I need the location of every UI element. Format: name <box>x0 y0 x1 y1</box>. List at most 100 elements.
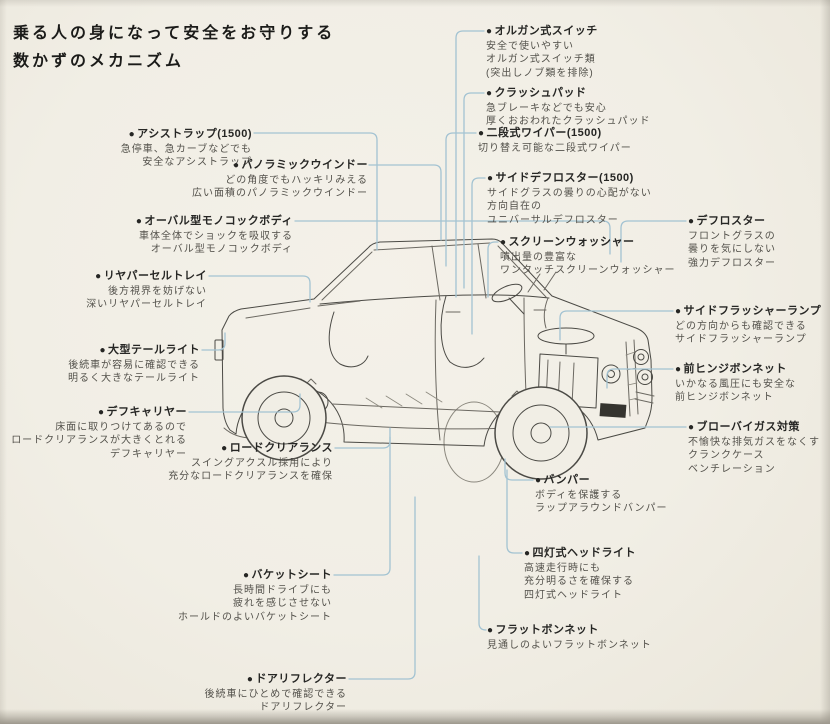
bullet-icon: ● <box>95 270 102 282</box>
page-edge-shadow-bottom <box>0 709 830 724</box>
bullet-icon: ● <box>97 406 105 418</box>
callout-title: ●スクリーンウォッシャー <box>500 235 676 250</box>
callout-desc: 高速走行時にも 充分明るさを確保する 四灯式ヘッドライト <box>524 562 634 601</box>
connector-diff-carrier <box>188 393 301 413</box>
connector-screen-washer <box>487 241 499 298</box>
bullet-icon: ● <box>242 569 250 581</box>
bullet-icon: ● <box>675 363 682 375</box>
callout-assist-strap: ●アシストラップ(1500) 急停車、急カーブなどでも 安全なアシストラップ <box>121 127 252 170</box>
page-title-line1: 乗る人の身になって安全をお守りする <box>13 25 336 42</box>
callout-desc: 長時間ドライブにも 疲れを感じさせない ホールドのよいバケットシート <box>178 584 332 623</box>
callout-large-tail-light: ●大型テールライト 後続車が容易に確認できる 明るく大きなテールライト <box>68 343 200 386</box>
callout-desc: ボディを保護する ラップアラウンドバンパー <box>535 489 668 515</box>
page-title: 乗る人の身になって安全をお守りする 数かずのメカニズム <box>13 20 335 76</box>
bullet-icon: ● <box>135 215 143 227</box>
bullet-icon: ● <box>675 305 682 317</box>
bullet-icon: ● <box>99 344 106 356</box>
callout-title-text: ブローバイガス対策 <box>696 421 800 433</box>
connector-crash-pad <box>463 92 485 289</box>
callout-title-text: ドアリフレクター <box>255 673 347 685</box>
connector-rear-parcel-tray <box>208 275 311 303</box>
callout-desc: 後続車が容易に確認できる 明るく大きなテールライト <box>68 359 200 385</box>
callout-desc: 後続車にひとめで確認できる ドアリフレクター <box>204 688 347 714</box>
callout-flat-bonnet: ●フラットボンネット 見通しのよいフラットボンネット <box>487 623 652 652</box>
callout-title-text: アシストラップ(1500) <box>137 128 252 140</box>
callout-desc: どの方向からも確認できる サイドフラッシャーランプ <box>675 320 807 346</box>
callout-title: ●デフロスター <box>688 214 776 229</box>
connector-large-tail-light <box>201 332 226 351</box>
callout-title: ●ブローバイガス対策 <box>688 420 820 435</box>
callout-title-text: 二段式ワイパー(1500) <box>486 127 602 139</box>
connector-two-stage-wiper <box>445 132 477 267</box>
callout-desc: 見通しのよいフラットボンネット <box>487 639 652 651</box>
callout-title: ●二段式ワイパー(1500) <box>478 126 632 141</box>
callout-title-text: デフロスター <box>696 215 766 227</box>
bullet-icon: ● <box>535 474 542 486</box>
callout-title: ●デフキャリヤー <box>11 405 187 420</box>
callout-rear-parcel-tray: ●リヤパーセルトレイ 後方視界を妨げない 深いリヤパーセルトレイ <box>86 269 207 312</box>
callout-side-defroster: ●サイドデフロスター(1500) サイドグラスの曇りの心配がない 方向自在の ユ… <box>487 171 652 227</box>
callout-title: ●アシストラップ(1500) <box>121 127 252 142</box>
callout-four-lamp-headlight: ●四灯式ヘッドライト 高速走行時にも 充分明るさを確保する 四灯式ヘッドライト <box>524 546 636 602</box>
connector-flat-bonnet <box>478 555 487 631</box>
callout-front-hinge-bonnet: ●前ヒンジボンネット いかなる風圧にも安全な 前ヒンジボンネット <box>675 362 796 405</box>
callout-title-text: デフキャリヤー <box>106 406 187 418</box>
connector-bucket-seat <box>333 436 391 576</box>
callout-title-text: パノラミックウインドー <box>241 159 368 171</box>
callout-bucket-seat: ●バケットシート 長時間ドライブにも 疲れを感じさせない ホールドのよいバケット… <box>178 568 332 624</box>
bullet-icon: ● <box>500 236 507 248</box>
callout-title-text: サイドデフロスター(1500) <box>495 172 634 184</box>
connector-side-flasher-lamp <box>559 310 674 341</box>
connector-front-hinge-bonnet <box>606 368 674 389</box>
page-edge-shadow-top <box>0 0 830 7</box>
bullet-icon: ● <box>688 421 695 433</box>
callout-desc: いかなる風圧にも安全な 前ヒンジボンネット <box>675 378 796 404</box>
bullet-icon: ● <box>486 25 493 37</box>
callout-title: ●パノラミックウインドー <box>192 158 368 173</box>
callout-title-text: ロードクリアランス <box>229 442 333 454</box>
callout-organ-switch: ●オルガン式スイッチ 安全で使いやすい オルガン式スイッチ類 (突出しノブ類を排… <box>486 24 598 80</box>
bullet-icon: ● <box>524 547 531 559</box>
callout-desc: フロントグラスの 曇りを気にしない 強力デフロスター <box>688 230 776 269</box>
callout-title: ●オーバル型モノコックボディ <box>136 214 293 229</box>
callout-desc: どの角度でもハッキリみえる 広い面積のパノラミックウインドー <box>192 174 368 200</box>
callout-panoramic-window: ●パノラミックウインドー どの角度でもハッキリみえる 広い面積のパノラミックウイ… <box>192 158 368 201</box>
callout-title: ●フラットボンネット <box>487 623 652 638</box>
callout-title: ●ドアリフレクター <box>205 672 348 687</box>
bullet-icon: ● <box>246 673 254 685</box>
callout-door-reflector: ●ドアリフレクター 後続車にひとめで確認できる ドアリフレクター <box>205 672 348 715</box>
callout-title-text: オーバル型モノコックボディ <box>144 215 293 227</box>
callout-desc: 不愉快な排気ガスをなくす クランクケース ベンチレーション <box>688 436 820 475</box>
callout-desc: スイングアクスル採用により 充分なロードクリアランスを確保 <box>168 457 333 483</box>
callout-desc: 切り替え可能な二段式ワイパー <box>478 142 632 154</box>
callout-desc: 急停車、急カーブなどでも 安全なアシストラップ <box>120 143 252 169</box>
connector-door-reflector <box>348 496 416 680</box>
callout-title: ●四灯式ヘッドライト <box>524 546 636 561</box>
bullet-icon: ● <box>487 624 494 636</box>
connector-side-defroster <box>471 177 486 335</box>
callout-title: ●大型テールライト <box>68 343 200 358</box>
callout-title: ●クラッシュパッド <box>486 86 651 101</box>
callout-blow-by-gas: ●ブローバイガス対策 不愉快な排気ガスをなくす クランクケース ベンチレーション <box>688 420 820 476</box>
page-edge-shadow-left <box>0 0 7 724</box>
callout-desc: 床面に取りつけてあるので ロードクリアランスが大きくとれる デフキャリヤー <box>11 421 187 460</box>
license-plate <box>599 403 627 418</box>
callout-title-text: バンパー <box>543 474 591 486</box>
callout-defroster: ●デフロスター フロントグラスの 曇りを気にしない 強力デフロスター <box>688 214 776 270</box>
bullet-icon: ● <box>478 127 485 139</box>
callout-title: ●リヤパーセルトレイ <box>86 269 207 284</box>
callout-diff-carrier: ●デフキャリヤー 床面に取りつけてあるので ロードクリアランスが大きくとれる デ… <box>11 405 187 461</box>
callout-desc: 噴出量の豊富な ワンタッチスクリーンウォッシャー <box>500 251 676 277</box>
callout-oval-monocoque-body: ●オーバル型モノコックボディ 車体全体でショックを吸収する オーバル型モノコック… <box>136 214 293 257</box>
front-wheel <box>494 386 588 480</box>
callout-title-text: 前ヒンジボンネット <box>683 363 787 375</box>
callout-title-text: サイドフラッシャーランプ <box>683 305 822 317</box>
callout-title: ●バンパー <box>535 473 668 488</box>
callout-desc: 急ブレーキなどでも安心 厚くおおわれたクラッシュパッド <box>486 102 651 128</box>
callout-title-text: リヤパーセルトレイ <box>103 270 207 282</box>
callout-title-text: 大型テールライト <box>108 344 200 356</box>
bullet-icon: ● <box>688 215 695 227</box>
callout-title: ●サイドフラッシャーランプ <box>675 304 821 319</box>
callout-title: ●オルガン式スイッチ <box>486 24 598 39</box>
connector-panoramic-window <box>368 164 442 241</box>
